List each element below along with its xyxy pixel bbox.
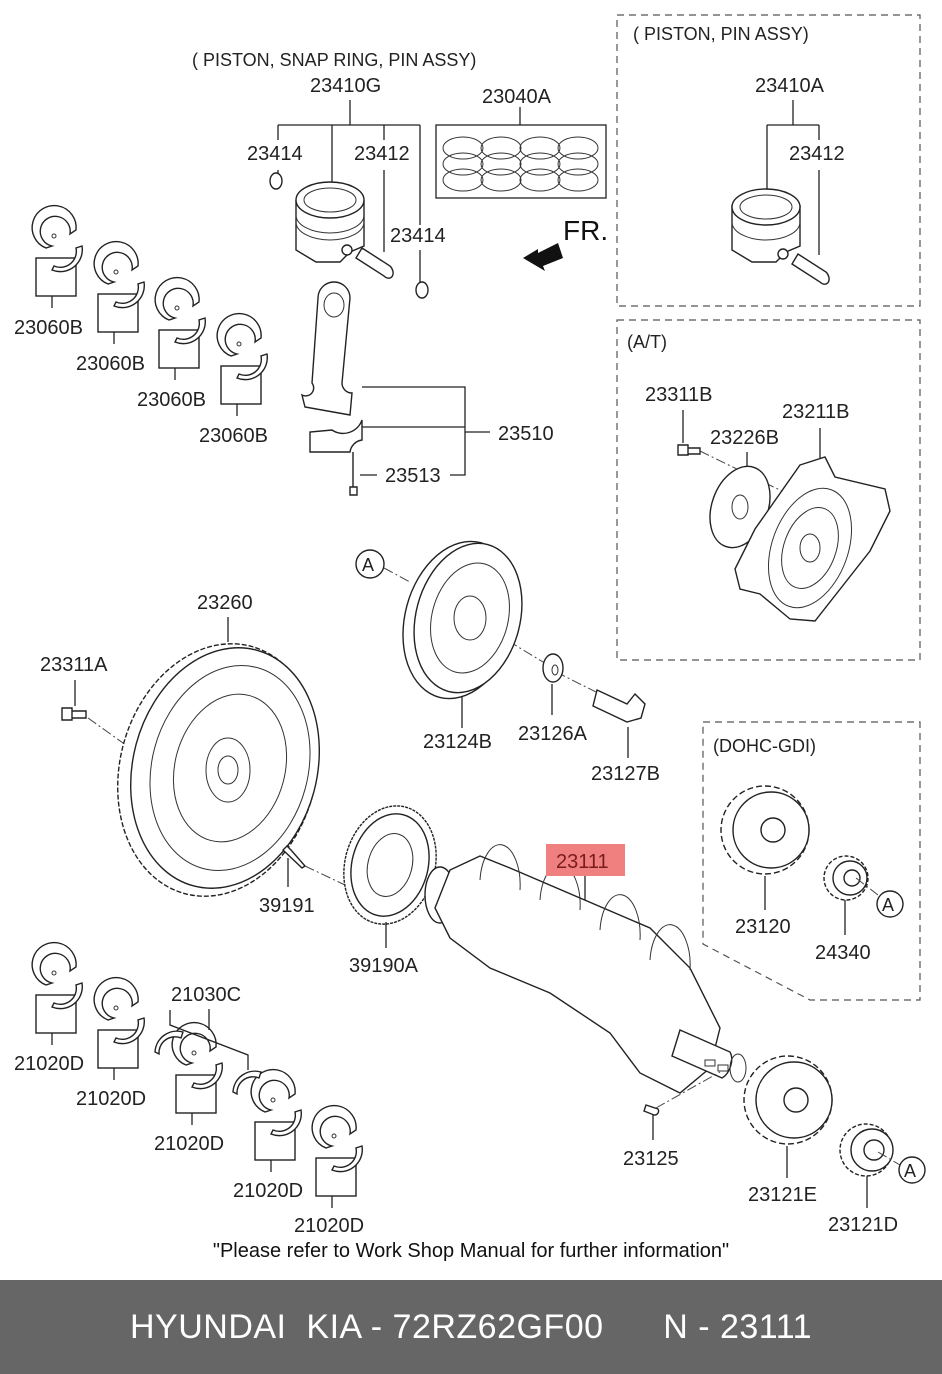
- label-23414-left[interactable]: 23414: [247, 143, 303, 165]
- connecting-rod-icon: [300, 281, 363, 496]
- gear-23120-icon: [720, 785, 810, 875]
- label-21020D-1[interactable]: 21020D: [14, 1053, 84, 1075]
- piston-assy-icon: [731, 188, 830, 285]
- label-23311B[interactable]: 23311B: [645, 384, 712, 406]
- label-23121E[interactable]: 23121E: [748, 1184, 817, 1206]
- label-23040A[interactable]: 23040A: [482, 86, 552, 108]
- thrust-washer-icon: [154, 1030, 262, 1096]
- piston-icon: [269, 172, 429, 299]
- label-23412-left[interactable]: 23412: [354, 143, 410, 165]
- label-23226B[interactable]: 23226B: [710, 427, 779, 449]
- label-23125[interactable]: 23125: [623, 1148, 679, 1170]
- footer-part-ref: N - 23111: [663, 1307, 812, 1346]
- piston-pin-title: ( PISTON, PIN ASSY): [633, 24, 809, 44]
- bolt-39191-icon: [281, 845, 307, 869]
- svg-text:A: A: [904, 1161, 916, 1181]
- highlight-23111: [546, 844, 625, 876]
- label-23510[interactable]: 23510: [498, 423, 554, 445]
- label-24340[interactable]: 24340: [815, 942, 871, 964]
- label-23513[interactable]: 23513: [385, 465, 441, 487]
- label-21030C[interactable]: 21030C: [171, 984, 241, 1006]
- piston-ring-set: [435, 124, 607, 199]
- label-21020D-2[interactable]: 21020D: [76, 1088, 146, 1110]
- label-23412-right[interactable]: 23412: [789, 143, 845, 165]
- at-title: (A/T): [627, 332, 667, 352]
- label-39191[interactable]: 39191: [259, 895, 315, 917]
- ref-marker-A-pulley: A: [355, 549, 385, 579]
- gear-23121E-icon: [743, 1055, 833, 1145]
- dohc-gdi-box: [702, 721, 921, 1001]
- parts-diagram: ( PISTON, SNAP RING, PIN ASSY) ( PISTON,…: [14, 14, 926, 1237]
- ref-marker-A-crank: A: [898, 1156, 926, 1184]
- label-23260[interactable]: 23260: [197, 592, 253, 614]
- flywheel-icon: [61, 643, 321, 897]
- footer-brand-part-number: HYUNDAI KIA - 72RZ62GF00: [129, 1307, 604, 1346]
- label-23124B[interactable]: 23124B: [423, 731, 492, 753]
- dohc-gdi-title: (DOHC-GDI): [713, 736, 816, 756]
- at-box: [616, 319, 921, 661]
- workshop-manual-note: "Please refer to Work Shop Manual for fu…: [212, 1240, 730, 1262]
- piston-pin-assy-box: [616, 14, 921, 307]
- label-21020D-4[interactable]: 21020D: [233, 1180, 303, 1202]
- label-23060B-1[interactable]: 23060B: [14, 317, 83, 339]
- label-23127B[interactable]: 23127B: [591, 763, 660, 785]
- piston-snap-ring-pin-title: ( PISTON, SNAP RING, PIN ASSY): [192, 50, 476, 70]
- label-21020D-5[interactable]: 21020D: [294, 1215, 364, 1237]
- piston-rings-icon: [442, 136, 599, 192]
- woodruff-key-icon: [643, 1104, 660, 1116]
- label-23120[interactable]: 23120: [735, 916, 791, 938]
- drive-plate-icon: [677, 444, 891, 622]
- footer-bar: HYUNDAI KIA - 72RZ62GF00 N - 23111: [0, 1280, 942, 1374]
- front-label: FR.: [563, 215, 608, 246]
- svg-text:A: A: [882, 895, 894, 915]
- svg-text:A: A: [362, 555, 374, 575]
- label-23111[interactable]: 23111: [556, 851, 609, 873]
- gear-24340-icon: [823, 855, 869, 901]
- label-39190A[interactable]: 39190A: [349, 955, 419, 977]
- label-23121D[interactable]: 23121D: [828, 1214, 898, 1236]
- gear-23121D-icon: [839, 1123, 894, 1177]
- label-23060B-3[interactable]: 23060B: [137, 389, 206, 411]
- ref-marker-A-dohc: A: [876, 890, 904, 918]
- label-23060B-2[interactable]: 23060B: [76, 353, 145, 375]
- label-23311A[interactable]: 23311A: [40, 654, 108, 676]
- label-23060B-4[interactable]: 23060B: [199, 425, 268, 447]
- label-23211B[interactable]: 23211B: [782, 401, 849, 423]
- crank-pulley-icon: [402, 540, 646, 723]
- front-direction-arrow-icon: [523, 243, 563, 271]
- label-21020D-3[interactable]: 21020D: [154, 1133, 224, 1155]
- reluctor-ring-icon: [343, 805, 437, 925]
- label-23414-right[interactable]: 23414: [390, 225, 446, 247]
- upper-bearing-set: [31, 204, 269, 405]
- label-23410G[interactable]: 23410G: [310, 75, 381, 97]
- label-23126A[interactable]: 23126A: [518, 723, 588, 745]
- label-23410A[interactable]: 23410A: [755, 75, 825, 97]
- footer-spacer: [604, 1308, 664, 1347]
